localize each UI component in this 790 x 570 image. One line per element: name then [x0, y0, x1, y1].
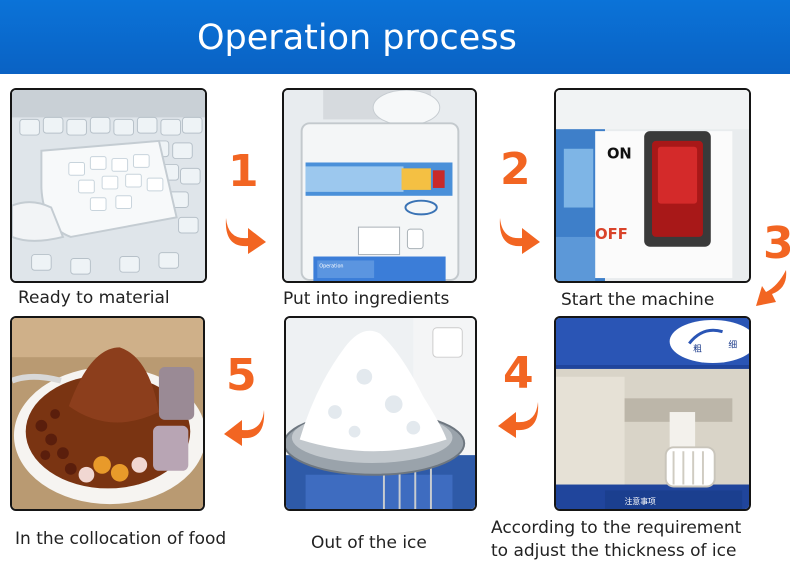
knob-label-coarse: 粗: [693, 342, 702, 354]
switch-off-label: OFF: [595, 226, 628, 243]
photo-power-switch: ON OFF: [554, 88, 751, 283]
step-number-1: 1: [228, 146, 259, 197]
photo-thickness-knob: 粗 细 注意事项: [554, 316, 751, 511]
step-number-5: 5: [226, 350, 257, 401]
step-number-3: 3: [763, 218, 790, 269]
caption-step-5: Out of the ice: [311, 533, 427, 553]
switch-on-label: ON: [607, 146, 632, 163]
step-number-2: 2: [500, 144, 531, 195]
notice-text: 注意事项: [625, 496, 656, 506]
photo-dessert: [10, 316, 205, 511]
step-number-4: 4: [503, 348, 534, 399]
caption-step-6: In the collocation of food: [15, 529, 227, 549]
caption-step-3: Start the machine: [561, 290, 715, 310]
caption-step-1: Ready to material: [18, 288, 170, 308]
caption-step-4-line2: to adjust the thickness of ice: [491, 541, 737, 561]
caption-step-2: Put into ingredients: [283, 289, 450, 309]
knob-label-fine: 细: [728, 338, 737, 350]
photo-shaved-ice: [284, 316, 477, 511]
arrow-right-icon: [225, 218, 266, 254]
photo-machine-loading: Operation: [282, 88, 477, 283]
header-banner: Operation process: [0, 0, 790, 74]
panel-text: Operation: [319, 263, 343, 269]
arrow-left-icon: [498, 402, 539, 438]
caption-step-4-line1: According to the requirement: [491, 518, 742, 538]
photo-ice-scoop: [10, 88, 207, 283]
page-title: Operation process: [197, 18, 517, 58]
arrow-down-icon: [756, 270, 787, 306]
arrow-right-icon: [499, 218, 540, 254]
arrow-left-icon: [224, 410, 265, 446]
